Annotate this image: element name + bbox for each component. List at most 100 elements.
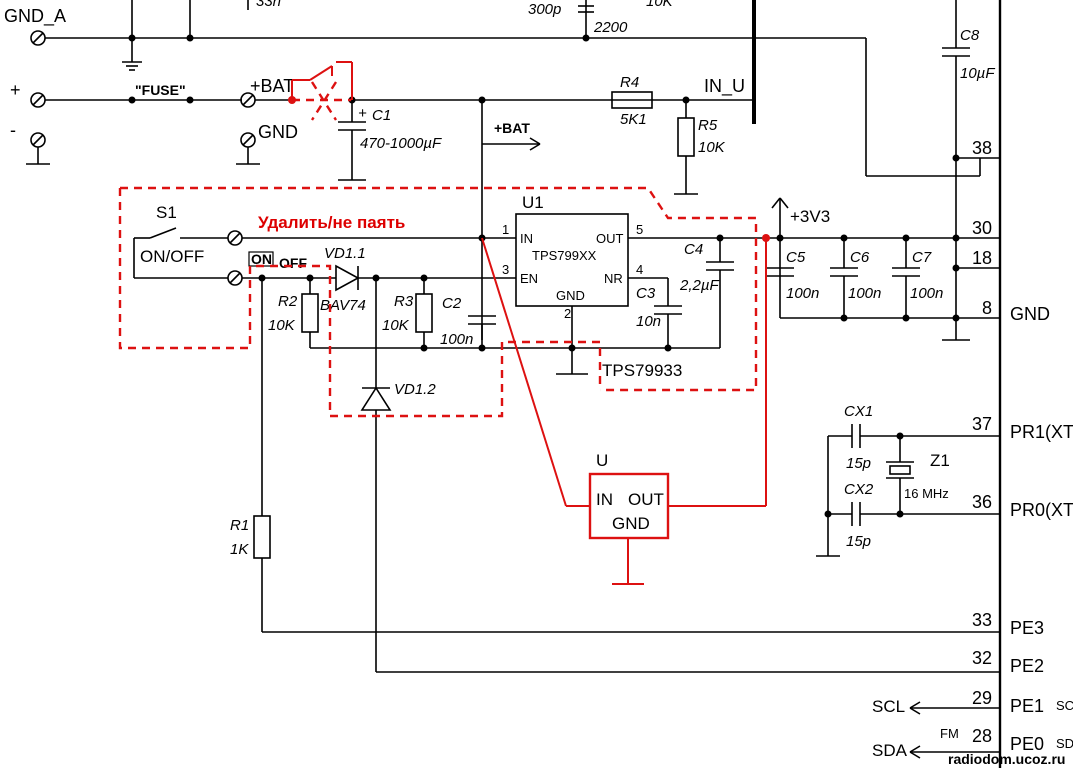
r1-resistor: R1 1K bbox=[230, 278, 1000, 673]
c2-capacitor: C2 100n bbox=[440, 295, 496, 352]
c2-value: 100n bbox=[440, 331, 473, 348]
scl-label: SCL bbox=[872, 697, 905, 716]
pin-37-name: PR1(XT bbox=[1010, 422, 1073, 442]
cap-top-value: 300p bbox=[528, 1, 561, 18]
c7-value: 100n bbox=[910, 285, 943, 302]
pin-38-num: 38 bbox=[972, 138, 992, 158]
u1-regulator: U1 TPS799XX IN EN GND OUT NR 1 3 2 5 4 T… bbox=[502, 193, 956, 380]
u1-pin-out: OUT bbox=[596, 231, 624, 246]
c1-polarity: + bbox=[358, 105, 367, 122]
z1-value: 16 MHz bbox=[904, 486, 949, 501]
u1-name: U1 bbox=[522, 193, 544, 212]
u1-pinnum-gnd: 2 bbox=[564, 306, 571, 321]
remove-annotation: Удалить/не паять bbox=[258, 213, 405, 232]
r4-r5: R4 5K1 IN_U R5 10K bbox=[611, 74, 745, 195]
c4-name: C4 bbox=[684, 241, 703, 258]
c2-name: C2 bbox=[442, 295, 462, 312]
pin-33-num: 33 bbox=[972, 610, 992, 630]
u-new-gnd: GND bbox=[612, 514, 650, 533]
plus-label: + bbox=[10, 80, 21, 100]
s1-off: OFF bbox=[279, 255, 307, 271]
r4-name: R4 bbox=[620, 74, 639, 91]
u1-variant: TPS79933 bbox=[602, 361, 682, 380]
cx2-name: CX2 bbox=[844, 481, 874, 498]
c3-capacitor: C3 10n bbox=[636, 278, 682, 352]
u1-pin-en: EN bbox=[520, 271, 538, 286]
pin-18-num: 18 bbox=[972, 248, 992, 268]
s1-on: ON bbox=[251, 251, 272, 267]
u1-pinnum-nr: 4 bbox=[636, 262, 643, 277]
partial-value-right: 10K bbox=[646, 0, 674, 10]
pin-29-name: PE1 bbox=[1010, 696, 1044, 716]
bat-arrow: +BAT bbox=[481, 100, 541, 340]
c7-name: C7 bbox=[912, 249, 932, 266]
r4-value: 5K1 bbox=[620, 111, 647, 128]
vd11-name: VD1.1 bbox=[324, 245, 366, 262]
i2c-lines: SCL SDA FM bbox=[872, 697, 1000, 760]
c4-capacitor: C4 2,2µF bbox=[679, 238, 734, 348]
c5-value: 100n bbox=[786, 285, 819, 302]
bat-label: +BAT bbox=[250, 76, 294, 96]
partial-value-left: 33n bbox=[256, 0, 281, 10]
c8-value: 10µF bbox=[960, 65, 995, 82]
r5-value: 10K bbox=[698, 139, 726, 156]
c1-value: 470-1000µF bbox=[360, 135, 442, 152]
r3-name: R3 bbox=[394, 293, 414, 310]
c8-name: C8 bbox=[960, 27, 980, 44]
new-regulator: U IN OUT GND bbox=[481, 234, 770, 585]
bat-arrow-label: +BAT bbox=[494, 120, 530, 136]
vd11-part: BAV74 bbox=[320, 297, 366, 314]
c3-name: C3 bbox=[636, 285, 656, 302]
pin-28-name: PE0 bbox=[1010, 734, 1044, 754]
u-new-out: OUT bbox=[628, 490, 664, 509]
r2-resistor: R2 10K bbox=[268, 278, 720, 349]
c1-name: C1 bbox=[372, 107, 391, 124]
fm-label: FM bbox=[940, 726, 959, 741]
sda-label: SDA bbox=[872, 741, 908, 760]
u1-pinnum-en: 3 bbox=[502, 262, 509, 277]
u-new-name: U bbox=[596, 451, 608, 470]
u1-pin-nr: NR bbox=[604, 271, 623, 286]
gnd-a-label: GND_A bbox=[4, 6, 66, 27]
r2-value: 10K bbox=[268, 317, 296, 334]
pin-36-name: PR0(XT bbox=[1010, 500, 1073, 520]
u1-pinnum-out: 5 bbox=[636, 222, 643, 237]
c8-capacitor: C8 10µF bbox=[942, 0, 995, 341]
pin-30-num: 30 bbox=[972, 218, 992, 238]
cx1-name: CX1 bbox=[844, 403, 873, 420]
r2-name: R2 bbox=[278, 293, 298, 310]
gnd-terminal-label: GND bbox=[258, 122, 298, 142]
s1-label: ON/OFF bbox=[140, 247, 204, 266]
pin-32-name: PE2 bbox=[1010, 656, 1044, 676]
vd12-name: VD1.2 bbox=[394, 381, 436, 398]
u1-pinnum-in: 1 bbox=[502, 222, 509, 237]
c5-name: C5 bbox=[786, 249, 806, 266]
fuse-label: "FUSE" bbox=[135, 82, 186, 98]
c1-capacitor: + C1 470-1000µF bbox=[338, 100, 442, 181]
crystal-circuit: CX1 15p CX2 15p Z1 16 MHz bbox=[816, 403, 950, 557]
pin-29-num: 29 bbox=[972, 688, 992, 708]
in-u-label: IN_U bbox=[704, 76, 745, 97]
gnd-a-rail: GND_A bbox=[4, 6, 981, 177]
vd11-diode: VD1.1 BAV74 bbox=[320, 245, 516, 314]
top-cut-region: 33n 300p 2200 10K bbox=[131, 0, 674, 38]
r3-resistor: R3 10K bbox=[382, 278, 433, 352]
pin-8-num: 8 bbox=[982, 298, 992, 318]
u1-part: TPS799XX bbox=[532, 248, 597, 263]
watermark: radiodom.ucoz.ru bbox=[948, 751, 1065, 767]
c4-value: 2,2µF bbox=[679, 277, 719, 294]
red-bypass bbox=[288, 61, 353, 121]
c6-value: 100n bbox=[848, 285, 881, 302]
pin-33-name: PE3 bbox=[1010, 618, 1044, 638]
cx1-value: 15p bbox=[846, 455, 871, 472]
s1-switch: S1 ON/OFF ON OFF bbox=[133, 203, 516, 286]
cx2-value: 15p bbox=[846, 533, 871, 550]
pin-32-num: 32 bbox=[972, 648, 992, 668]
r3-value: 10K bbox=[382, 317, 410, 334]
cap-top-value2: 2200 bbox=[593, 19, 628, 36]
pin-29-suffix: SC bbox=[1056, 698, 1073, 713]
minus-label: - bbox=[10, 120, 16, 140]
mcu-pins: 38 30 18 8 GND 37 PR1(XT 36 PR0(XT 33 PE… bbox=[900, 138, 1073, 754]
pin-28-num: 28 bbox=[972, 726, 992, 746]
